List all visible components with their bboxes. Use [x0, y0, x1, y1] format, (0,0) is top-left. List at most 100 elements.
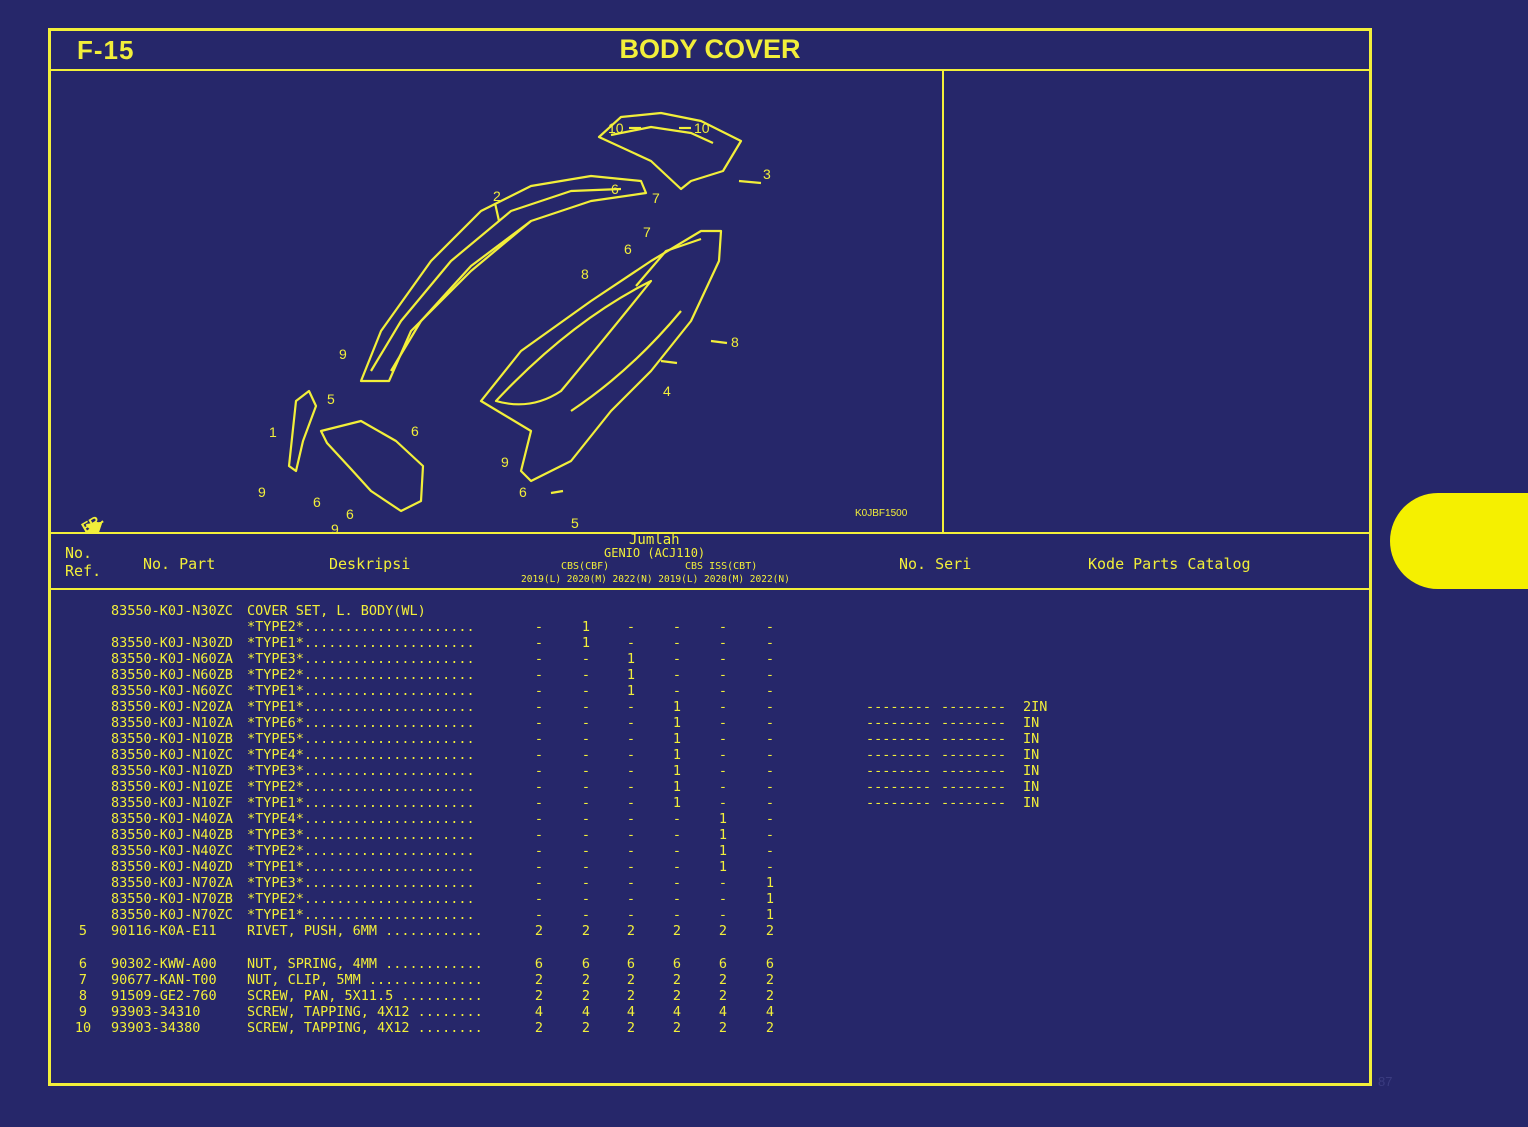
- callout-6: 6: [346, 506, 354, 522]
- quantity-cell: 6: [626, 956, 636, 972]
- quantity-cell: -: [718, 907, 728, 923]
- part-description: RIVET, PUSH, 6MM ............: [247, 923, 483, 939]
- serial-note: 2IN: [1023, 699, 1048, 715]
- quantity-cell: 1: [672, 731, 682, 747]
- quantity-cell: 1: [718, 827, 728, 843]
- quantity-cell: 6: [581, 956, 591, 972]
- part-number: 83550-K0J-N60ZC: [111, 683, 233, 699]
- table-row: 83550-K0J-N20ZA *TYPE1*.................…: [51, 699, 1369, 715]
- quantity-cell: -: [626, 891, 636, 907]
- quantity-cell: -: [718, 763, 728, 779]
- callout-9: 9: [339, 346, 347, 362]
- quantity-cell: 4: [765, 1004, 775, 1020]
- part-number: 90302-KWW-A00: [111, 956, 217, 972]
- table-row: 83550-K0J-N60ZA *TYPE3*.................…: [51, 651, 1369, 667]
- ref-number: 8: [78, 988, 88, 1004]
- quantity-cell: 1: [581, 619, 591, 635]
- serial-note: IN: [1023, 747, 1040, 763]
- callout-5: 5: [327, 391, 335, 407]
- quantity-cell: 2: [718, 923, 728, 939]
- quantity-cell: 1: [718, 811, 728, 827]
- col-no-ref: No. Ref.: [65, 544, 102, 580]
- quantity-cell: -: [534, 811, 544, 827]
- callout-8: 8: [731, 334, 739, 350]
- part-number: 83550-K0J-N30ZC: [111, 603, 233, 619]
- page-tab[interactable]: [1390, 493, 1528, 589]
- quantity-cell: 1: [672, 779, 682, 795]
- quantity-cell: -: [534, 827, 544, 843]
- table-row: 83550-K0J-N10ZD *TYPE3*.................…: [51, 763, 1369, 779]
- quantity-cell: 2: [626, 988, 636, 1004]
- quantity-cell: -: [581, 859, 591, 875]
- quantity-cell: -: [581, 763, 591, 779]
- quantity-cell: 1: [672, 747, 682, 763]
- part-number: 90116-K0A-E11: [111, 923, 217, 939]
- quantity-cell: 2: [765, 988, 775, 1004]
- quantity-cell: 2: [765, 923, 775, 939]
- part-description: NUT, CLIP, 5MM ..............: [247, 972, 483, 988]
- quantity-cell: -: [534, 731, 544, 747]
- part-number: 83550-K0J-N40ZB: [111, 827, 233, 843]
- quantity-cell: -: [581, 715, 591, 731]
- quantity-cell: 2: [581, 972, 591, 988]
- serial-note: IN: [1023, 731, 1040, 747]
- part-description: NUT, SPRING, 4MM ............: [247, 956, 483, 972]
- table-row: 6 90302-KWW-A00 NUT, SPRING, 4MM .........…: [51, 956, 1369, 972]
- diagram-code: K0JBF1500: [855, 508, 908, 519]
- part-number: 83550-K0J-N10ZA: [111, 715, 233, 731]
- part-4-shape: [479, 229, 723, 483]
- quantity-cell: 2: [718, 1020, 728, 1036]
- quantity-cell: -: [581, 731, 591, 747]
- quantity-cell: -: [534, 683, 544, 699]
- quantity-cell: 1: [626, 651, 636, 667]
- part-description: *TYPE1*.....................: [247, 907, 475, 923]
- table-row: 83550-K0J-N70ZA *TYPE3*.................…: [51, 875, 1369, 891]
- serial-to: --------: [941, 763, 1007, 779]
- quantity-cell: -: [626, 811, 636, 827]
- quantity-cell: 1: [626, 683, 636, 699]
- table-row: 83550-K0J-N10ZC *TYPE4*.................…: [51, 747, 1369, 763]
- quantity-cell: -: [718, 795, 728, 811]
- part-number: 83550-K0J-N70ZC: [111, 907, 233, 923]
- quantity-cell: -: [581, 891, 591, 907]
- quantity-cell: 1: [626, 667, 636, 683]
- part-description: *TYPE2*.....................: [247, 619, 475, 635]
- quantity-cell: -: [534, 699, 544, 715]
- quantity-cell: -: [581, 779, 591, 795]
- ref-number: 7: [78, 972, 88, 988]
- quantity-cell: -: [765, 811, 775, 827]
- part-1-shape: [287, 389, 318, 473]
- callout-6: 6: [313, 494, 321, 510]
- quantity-cell: -: [534, 859, 544, 875]
- quantity-cell: -: [534, 875, 544, 891]
- serial-to: --------: [941, 699, 1007, 715]
- part-description: *TYPE5*.....................: [247, 731, 475, 747]
- quantity-cell: -: [765, 715, 775, 731]
- callout-9: 9: [331, 521, 339, 532]
- quantity-cell: -: [626, 747, 636, 763]
- quantity-cell: 6: [718, 956, 728, 972]
- part-description: *TYPE1*.....................: [247, 699, 475, 715]
- quantity-cell: -: [534, 667, 544, 683]
- callout-6: 6: [411, 423, 419, 439]
- part-number: 83550-K0J-N60ZB: [111, 667, 233, 683]
- part-description: *TYPE2*.....................: [247, 779, 475, 795]
- page-code: F-15: [77, 35, 135, 65]
- part-number: 83550-K0J-N40ZC: [111, 843, 233, 859]
- quantity-cell: -: [581, 747, 591, 763]
- serial-from: --------: [866, 715, 932, 731]
- quantity-cell: -: [765, 619, 775, 635]
- page-title: BODY COVER: [619, 34, 801, 64]
- part-description: *TYPE1*.....................: [247, 683, 475, 699]
- callout-2: 2: [493, 188, 501, 204]
- part-number: 83550-K0J-N10ZD: [111, 763, 233, 779]
- quantity-cell: -: [718, 779, 728, 795]
- part-description: *TYPE1*.....................: [247, 795, 475, 811]
- part-description: *TYPE3*.....................: [247, 763, 475, 779]
- quantity-cell: 2: [672, 988, 682, 1004]
- quantity-cell: -: [718, 731, 728, 747]
- part-number: 83550-K0J-N20ZA: [111, 699, 233, 715]
